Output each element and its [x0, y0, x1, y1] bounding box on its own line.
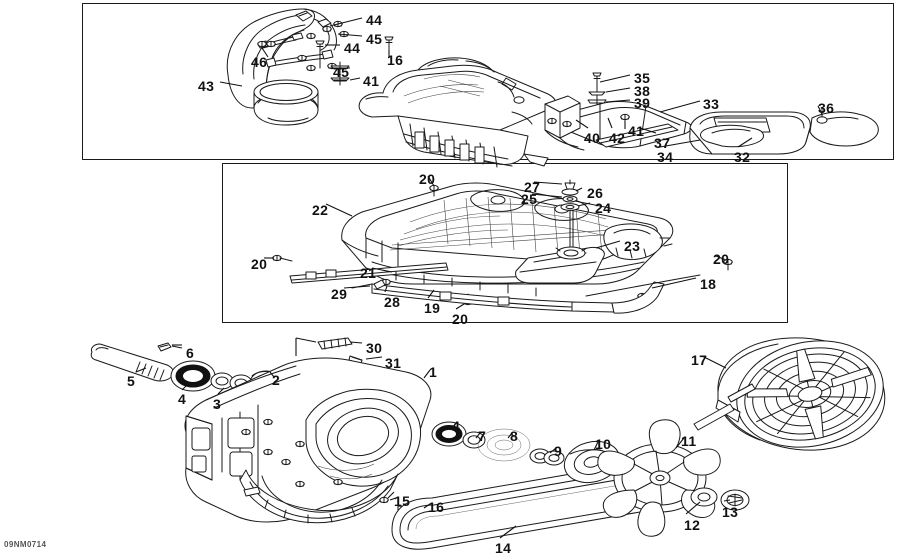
callout-32: 32 — [734, 149, 751, 165]
callout-20: 20 — [251, 256, 268, 272]
callout-27: 27 — [524, 179, 541, 195]
callout-35: 35 — [634, 70, 651, 86]
part-34-32-resonator — [689, 107, 879, 155]
callout-42: 42 — [609, 130, 626, 146]
callout-28: 28 — [384, 294, 401, 310]
callout-16: 16 — [387, 52, 404, 68]
callout-19: 19 — [424, 300, 441, 316]
callout-16: 16 — [428, 499, 445, 515]
part-12-13-nut-washer — [690, 487, 750, 511]
callout-39: 39 — [634, 95, 651, 111]
part-5-6-long-bolt — [90, 342, 182, 382]
part-44-45-46-brackets — [257, 20, 394, 86]
part-15-screw — [379, 491, 395, 504]
part-35-38-39-fasteners — [587, 72, 607, 107]
callout-5: 5 — [127, 373, 136, 389]
callout-13: 13 — [722, 504, 739, 520]
part-24-27-dipstick-stack — [555, 179, 588, 260]
callout-4: 4 — [178, 391, 187, 407]
callout-10: 10 — [595, 436, 612, 452]
part-33-37-bracket — [544, 95, 692, 151]
callout-23: 23 — [624, 238, 641, 254]
callout-25: 25 — [521, 191, 538, 207]
callout-40: 40 — [584, 130, 601, 146]
callout-8: 8 — [510, 428, 519, 444]
callout-7: 7 — [478, 428, 487, 444]
callout-44: 44 — [344, 40, 361, 56]
callout-9: 9 — [554, 443, 563, 459]
callout-30: 30 — [366, 340, 383, 356]
callout-6: 6 — [186, 345, 195, 361]
part-17-fan-shroud — [693, 337, 886, 451]
part-1-crankcase — [184, 357, 432, 524]
callout-41: 41 — [628, 123, 645, 139]
callout-43: 43 — [198, 78, 215, 94]
callout-20: 20 — [452, 311, 469, 327]
leader-lines — [135, 17, 823, 539]
part-11-cooling-fan — [597, 419, 721, 537]
callout-34: 34 — [657, 149, 674, 165]
callout-20: 20 — [419, 171, 436, 187]
callout-24: 24 — [595, 200, 612, 216]
reference-code: 09NM0714 — [4, 540, 47, 549]
part-43-air-duct — [226, 8, 337, 126]
callout-20: 20 — [713, 251, 730, 267]
callout-4: 4 — [452, 418, 461, 434]
part-21-19-support-rails — [289, 262, 701, 314]
callout-31: 31 — [385, 355, 402, 371]
callout-18: 18 — [700, 276, 717, 292]
callout-12: 12 — [684, 517, 701, 533]
callout-29: 29 — [331, 286, 348, 302]
part-7-8-seal-washers — [431, 421, 531, 462]
callout-14: 14 — [495, 540, 512, 556]
callout-41: 41 — [363, 73, 380, 89]
callout-26: 26 — [587, 185, 604, 201]
callout-44: 44 — [366, 12, 383, 28]
callout-38: 38 — [634, 83, 651, 99]
callout-21: 21 — [360, 265, 377, 281]
part-9-rings — [529, 448, 565, 466]
callout-45: 45 — [366, 31, 383, 47]
callout-45: 45 — [333, 64, 350, 80]
callout-22: 22 — [312, 202, 329, 218]
callout-17: 17 — [691, 352, 708, 368]
part-22-engine-assembly — [341, 182, 674, 285]
callout-33: 33 — [703, 96, 720, 112]
callout-3: 3 — [213, 396, 222, 412]
callout-46: 46 — [251, 54, 268, 70]
part-40-42-airbox — [358, 57, 556, 168]
callout-36: 36 — [818, 100, 835, 116]
callout-2: 2 — [272, 372, 281, 388]
callout-11: 11 — [681, 433, 697, 449]
callout-37: 37 — [654, 135, 671, 151]
callout-1: 1 — [429, 364, 438, 380]
callout-15: 15 — [394, 493, 411, 509]
